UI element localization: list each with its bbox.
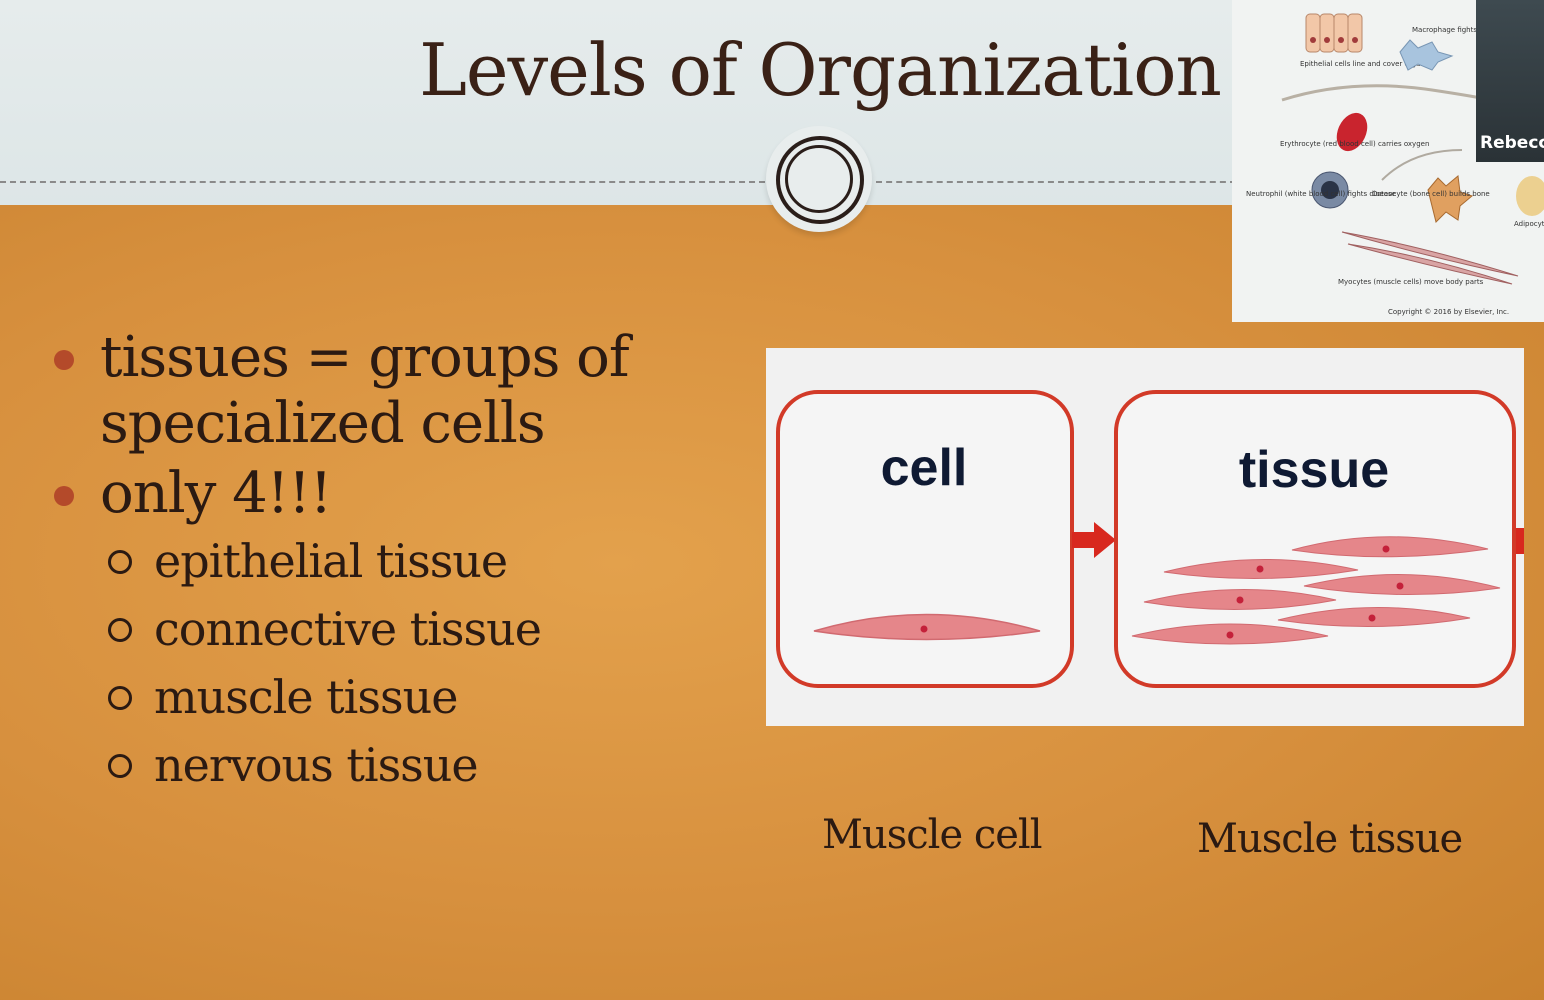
sub-bullet-item: nervous tissue [50,731,730,799]
copyright-text: Copyright © 2016 by Elsevier, Inc. [1388,308,1509,316]
ring-ornament-icon [766,126,872,232]
cell-types-illustration: Epithelial cells line and cover organs M… [1246,13,1544,316]
divider-right [876,181,1236,183]
hollow-bullet-icon [108,754,132,778]
tissue-box-label: tissue [1239,441,1389,499]
bullet-item: only 4!!! [50,461,730,527]
adipocyte-label: Adipocyte stores fat [1514,220,1544,228]
adipocyte-icon [1516,176,1544,216]
caption-muscle-cell: Muscle cell [822,812,1042,858]
bullet-list: tissues = groups of specialized cells on… [50,325,730,799]
epithelial-cells-icon [1305,13,1363,53]
cell-box-label: cell [881,439,968,497]
myocytes-label: Myocytes (muscle cells) move body parts [1338,278,1484,286]
sub-bullet-text: connective tissue [154,602,542,656]
bullet-line: tissues = groups of [100,325,630,390]
osteocyte-icon [1427,175,1474,223]
sub-bullet-item: epithelial tissue [50,527,730,595]
bullet-line: only 4!!! [100,461,332,526]
sub-bullet-text: nervous tissue [154,738,479,792]
video-participant-tile[interactable] [1476,0,1544,162]
arrow-right-icon [1072,522,1116,558]
bullet-line: specialized cells [100,391,546,456]
neutrophil-label: Neutrophil (white blood cell) fights dis… [1246,190,1396,198]
diagram-svg: cell tissue [776,390,1524,688]
macrophage-icon [1399,39,1454,71]
erythrocyte-label: Erythrocyte (red blood cell) carries oxy… [1280,140,1429,148]
hollow-bullet-icon [108,686,132,710]
muscle-tissue-cells-icon [1131,536,1501,645]
hollow-bullet-icon [108,618,132,642]
slide-title: Levels of Organization [419,28,1222,112]
sub-bullet-item: connective tissue [50,595,730,663]
sub-bullet-text: muscle tissue [154,670,458,724]
divider-left [0,181,765,183]
participant-name: Rebecc [1480,133,1544,153]
osteocyte-label: Osteocyte (bone cell) builds bone [1372,190,1490,198]
bullet-dot-icon [54,486,74,506]
sperm-icon [1381,149,1463,181]
caption-muscle-tissue: Muscle tissue [1197,816,1463,862]
sub-bullet-item: muscle tissue [50,663,730,731]
bullet-item: tissues = groups of specialized cells [50,325,730,457]
hollow-bullet-icon [108,550,132,574]
sub-bullet-text: epithelial tissue [154,534,508,588]
cell-box [776,390,1074,688]
macrophage-label: Macrophage fights disease [1412,26,1506,34]
next-arrow-stub-icon [1516,528,1524,554]
myocytes-icon [1341,231,1519,285]
epithelial-label: Epithelial cells line and cover organs [1300,60,1429,68]
erythrocyte-icon [1336,112,1368,152]
cell-tissue-diagram: cell tissue [766,348,1524,726]
bullet-dot-icon [54,350,74,370]
single-muscle-cell-icon [813,613,1041,641]
